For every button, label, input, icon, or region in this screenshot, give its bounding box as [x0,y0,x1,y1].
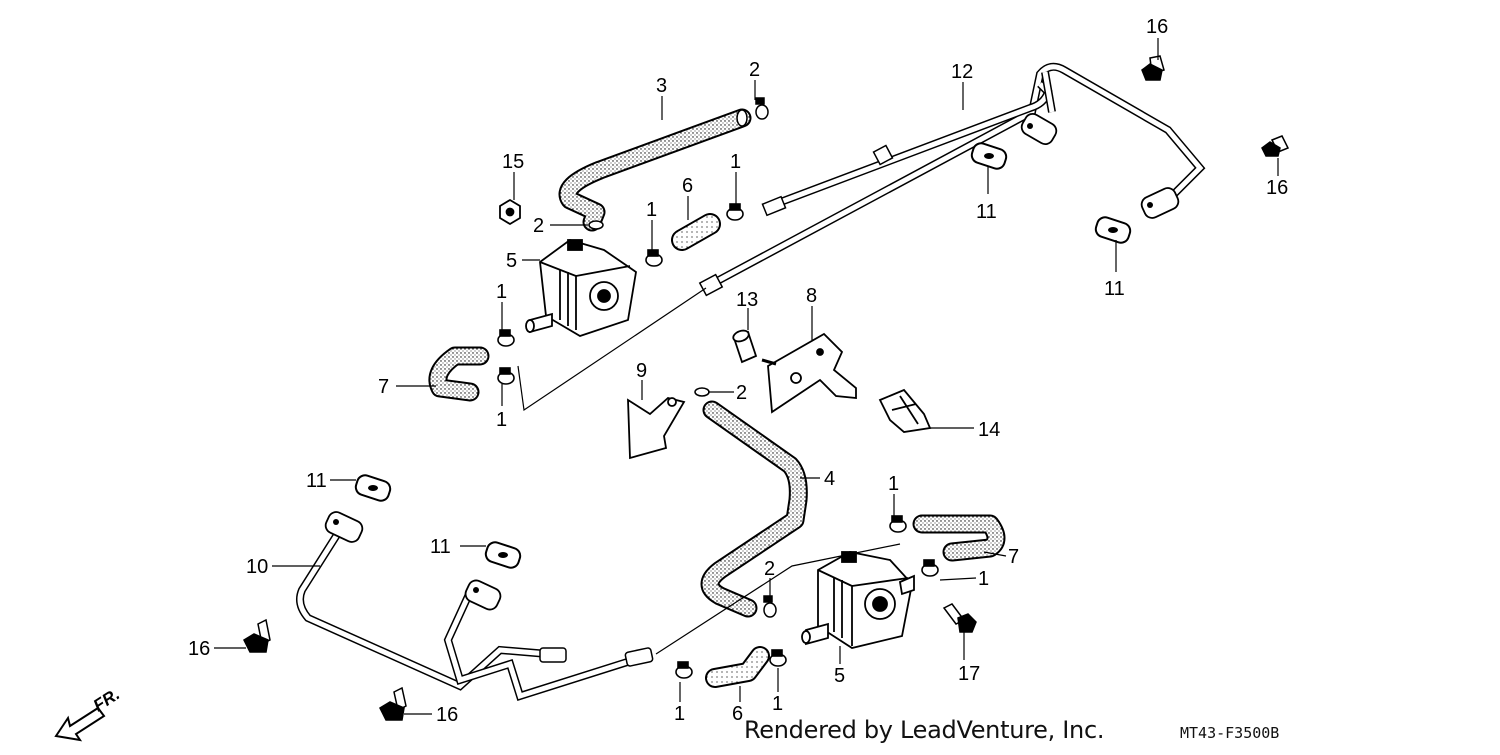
nut-part-15 [499,198,521,226]
callout-16: 16 [1266,177,1288,199]
callout-12: 12 [951,61,973,83]
clamp-part-2-b [588,220,604,230]
valve-part-5-upper [525,239,637,337]
callout-1: 1 [674,703,685,725]
hose-part-4 [700,400,808,618]
hose-part-3 [558,108,752,232]
callout-6: 6 [732,703,743,725]
diagram-code-text: MT43-F3500B [1180,724,1280,742]
callout-6: 6 [682,175,693,197]
clip-part-1-a [726,203,744,221]
callout-11: 11 [1104,278,1125,300]
callout-7: 7 [378,376,389,398]
callout-1: 1 [888,473,899,495]
render-credit-text: Rendered by LeadVenture, Inc. [744,716,1105,744]
flange-pipe-10-a [324,511,364,543]
callout-11: 11 [306,470,327,492]
callout-2: 2 [736,382,747,404]
hose-part-7-right [912,514,1006,562]
callout-2: 2 [749,59,760,81]
callout-5: 5 [506,250,517,272]
gasket-part-11-c [354,474,392,502]
callout-4: 4 [824,468,835,490]
callout-10: 10 [246,556,268,578]
clip-part-1-f [921,559,939,577]
pipe-part-10 [296,527,654,702]
callout-13: 13 [736,289,758,311]
valve-part-5-lower [801,551,915,649]
hose-part-6-upper [671,213,721,251]
callout-8: 8 [806,285,817,307]
callout-15: 15 [502,151,524,173]
collar-part-13 [732,329,758,364]
clip-part-1-h [769,649,787,667]
clamp-part-2-d [763,595,777,618]
clip-part-1-c [497,329,515,347]
bracket-part-8 [761,332,857,414]
bolt-part-16-b [1261,135,1290,157]
clip-part-1-g [675,661,693,679]
callout-2: 2 [533,215,544,237]
callout-5: 5 [834,665,845,687]
flange-pipe-10-b [464,579,502,611]
callout-1: 1 [496,409,507,431]
callout-1: 1 [646,199,657,221]
callout-1: 1 [730,151,741,173]
callout-11: 11 [430,536,451,558]
front-direction-arrow-icon: FR. [54,685,123,742]
callout-16: 16 [188,638,210,660]
callout-7: 7 [1008,546,1019,568]
clamp-part-2-c [694,387,710,397]
leader-lines [214,38,1279,715]
reference-lines [517,287,901,655]
callout-16: 16 [436,704,458,726]
callout-1: 1 [772,693,783,715]
callout-11: 11 [976,201,997,223]
callout-17: 17 [958,663,980,685]
clip-part-1-e [889,515,907,533]
bolt-part-16-d [379,686,407,721]
gasket-part-11-a [970,142,1008,170]
clamp-part-14 [878,388,932,433]
stay-part-9 [627,397,686,460]
callout-9: 9 [636,360,647,382]
hose-part-6-lower [705,646,770,688]
bolt-part-16-a [1141,55,1165,81]
callout-labels: 3 2 12 16 15 2 6 1 1 11 16 5 11 1 13 8 7… [188,16,1288,726]
gasket-part-11-b [1094,216,1132,244]
bolt-part-17 [942,603,977,633]
callout-1: 1 [978,568,989,590]
hose-part-7-left [428,346,490,402]
clip-part-1-b [645,249,663,267]
callout-14: 14 [978,419,1000,441]
callout-3: 3 [656,75,667,97]
clamp-part-2-a [755,97,769,120]
gasket-part-11-d [484,541,522,569]
callout-2: 2 [764,558,775,580]
pipe-part-12 [698,62,1206,297]
callout-16: 16 [1146,16,1168,38]
clip-part-1-d [497,367,515,385]
flange-pipe-12-a [1020,113,1058,145]
bolt-part-16-c [243,618,271,653]
flange-pipe-12-b [1140,187,1180,219]
callout-1: 1 [496,281,507,303]
